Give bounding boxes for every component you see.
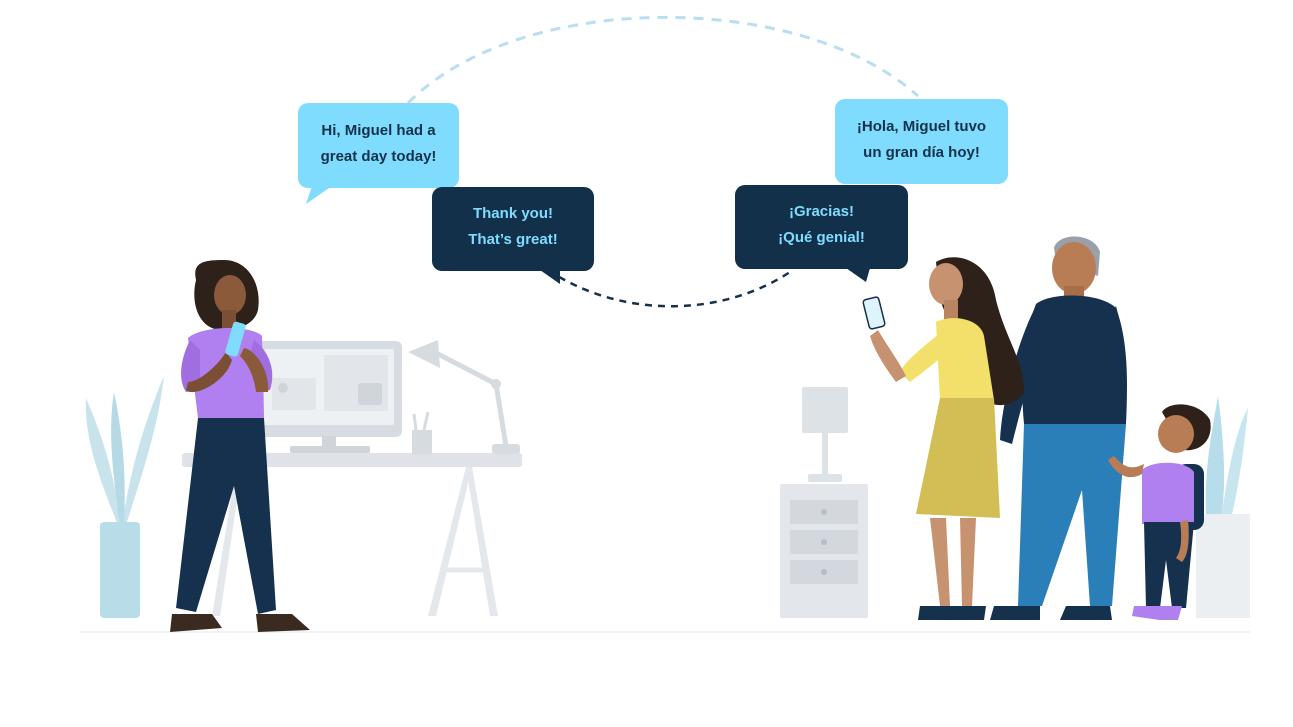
parent-spanish-text: ¡Hola, Miguel tuvo un gran día hoy! xyxy=(835,114,1008,166)
child-figure xyxy=(1108,404,1211,620)
teacher-reply-bubble xyxy=(432,187,594,284)
plant-icon xyxy=(85,376,164,618)
phone-icon xyxy=(225,321,246,357)
parent-reply-text: ¡Gracias! ¡Qué genial! xyxy=(735,199,908,251)
bubble-line: That’s great! xyxy=(468,231,558,248)
lamp-icon xyxy=(408,340,520,454)
nightstand xyxy=(780,387,868,618)
bubble-line: ¡Gracias! xyxy=(788,203,855,220)
parent-reply-bubble xyxy=(735,185,908,282)
desk xyxy=(182,453,522,616)
bubble-line: ¡Qué genial! xyxy=(778,229,865,246)
bubble-line: Thank you! xyxy=(472,205,553,222)
upper-dashed-arc xyxy=(406,15,920,105)
monitor-icon xyxy=(256,341,402,453)
mother-figure xyxy=(862,257,1024,620)
bubble-line: great day today! xyxy=(320,148,437,165)
teacher-english-bubble xyxy=(298,103,459,204)
phone-icon xyxy=(862,296,886,330)
teacher-english-text: Hi, Miguel had a great day today! xyxy=(298,118,459,170)
parent-spanish-bubble xyxy=(835,99,1008,184)
teacher-reply-text: Thank you! That’s great! xyxy=(432,201,594,253)
right-plant xyxy=(1196,396,1250,618)
pen-cup xyxy=(412,411,432,454)
bubble-line: ¡Hola, Miguel tuvo xyxy=(856,118,987,135)
teacher-figure xyxy=(170,260,310,632)
grandfather-figure xyxy=(990,236,1127,620)
bubble-line: Hi, Miguel had a xyxy=(321,122,436,139)
lower-dashed-arc xyxy=(547,268,791,308)
bubble-line: un gran día hoy! xyxy=(863,144,980,161)
